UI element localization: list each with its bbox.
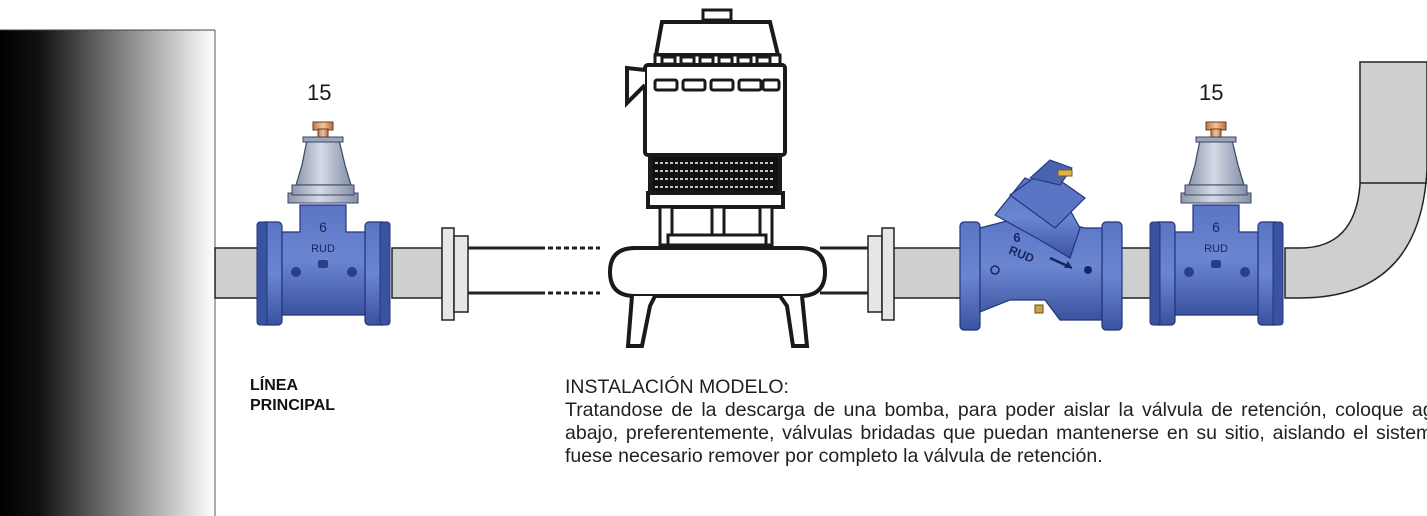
right-gate-valve-mark-number: 6 xyxy=(1212,219,1220,235)
main-line-block xyxy=(0,29,216,516)
pump-connection-lines xyxy=(468,246,868,295)
main-line-label: LÍNEA PRINCIPAL xyxy=(250,376,335,416)
instructions-title: INSTALACIÓN MODELO: xyxy=(565,376,789,398)
main-line-label-line2: PRINCIPAL xyxy=(250,397,336,414)
right-valve-number: 15 xyxy=(1199,80,1224,105)
main-line-label-line1: LÍNEA xyxy=(250,377,298,394)
pump-motor xyxy=(607,8,828,348)
pipe-flanges xyxy=(441,227,895,321)
handwheel-icon xyxy=(312,121,334,138)
instructions-body: Tratandose de la descarga de una bomba, … xyxy=(565,399,1427,467)
left-gate-valve xyxy=(256,121,391,326)
pipes xyxy=(214,61,1427,299)
check-valve-mark-number: 6 xyxy=(1013,230,1020,245)
left-gate-valve-mark-number: 6 xyxy=(319,219,327,235)
handwheel-icon xyxy=(1205,121,1227,138)
left-gate-valve-mark-brand: RUD xyxy=(311,243,335,255)
check-valve xyxy=(959,159,1123,331)
right-gate-valve xyxy=(1149,121,1284,326)
left-valve-number: 15 xyxy=(307,80,332,105)
installation-instructions: INSTALACIÓN MODELO: Tratandose de la des… xyxy=(565,376,1427,468)
right-gate-valve-mark-brand: RUD xyxy=(1204,243,1228,255)
